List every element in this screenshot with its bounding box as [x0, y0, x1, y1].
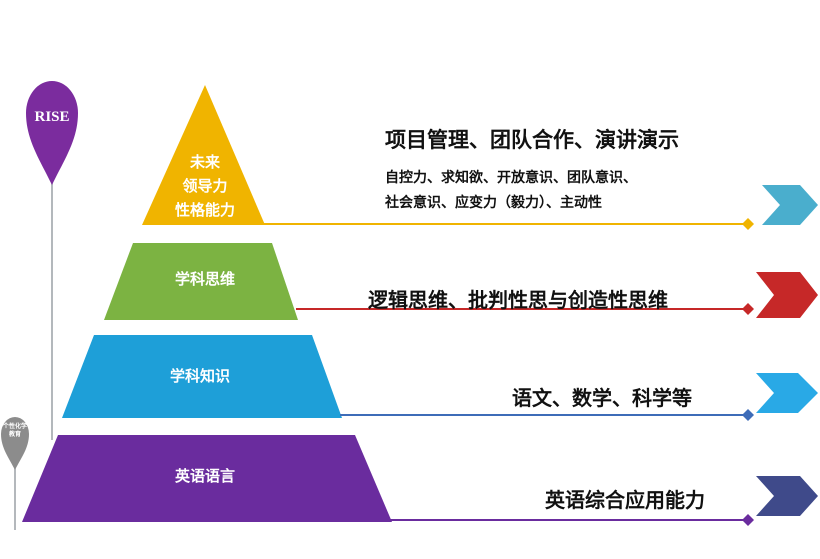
tier-knowledge-label: 学科知识: [169, 367, 230, 385]
pin-bottom-label: 个性化学 教育: [2, 423, 27, 438]
tier-knowledge-shape: [62, 335, 342, 418]
desc-leadership-sub2: 社会意识、应变力（毅力）、主动性: [385, 195, 602, 211]
desc-knowledge: 语文、数学、科学等: [512, 386, 692, 410]
chevron-leadership-icon: [762, 185, 818, 225]
tier-leadership-line-2: 领导力: [182, 177, 228, 195]
tier-leadership-label: 未来 领导力 性格能力: [160, 150, 250, 222]
pin-top-label: RISE: [34, 109, 69, 125]
connector-language-end: [742, 514, 754, 526]
connector-thinking-end: [742, 303, 754, 315]
desc-thinking: 逻辑思维、批判性思与创造性思维: [368, 288, 668, 312]
pin-bottom-shape: [1, 417, 29, 470]
connector-leadership-end: [742, 218, 754, 230]
connector-knowledge-end: [742, 409, 754, 421]
tier-thinking-label: 学科思维: [174, 270, 235, 288]
tier-language-shape: [22, 435, 392, 522]
chevron-knowledge-icon: [756, 373, 818, 413]
desc-leadership-sub1: 自控力、求知欲、开放意识、团队意识、: [385, 170, 637, 186]
chevron-language-icon: [756, 476, 818, 516]
tier-leadership-shape: [142, 85, 265, 225]
desc-leadership-main: 项目管理、团队合作、演讲演示: [385, 127, 679, 152]
desc-language: 英语综合应用能力: [545, 488, 705, 512]
tier-language-label: 英语语言: [174, 467, 235, 485]
tier-leadership-line-3: 性格能力: [174, 201, 235, 219]
tier-thinking-shape: [104, 243, 298, 320]
chevron-thinking-icon: [756, 272, 818, 318]
pin-top-shape: [26, 81, 78, 185]
tier-leadership-line-1: 未来: [189, 153, 220, 171]
